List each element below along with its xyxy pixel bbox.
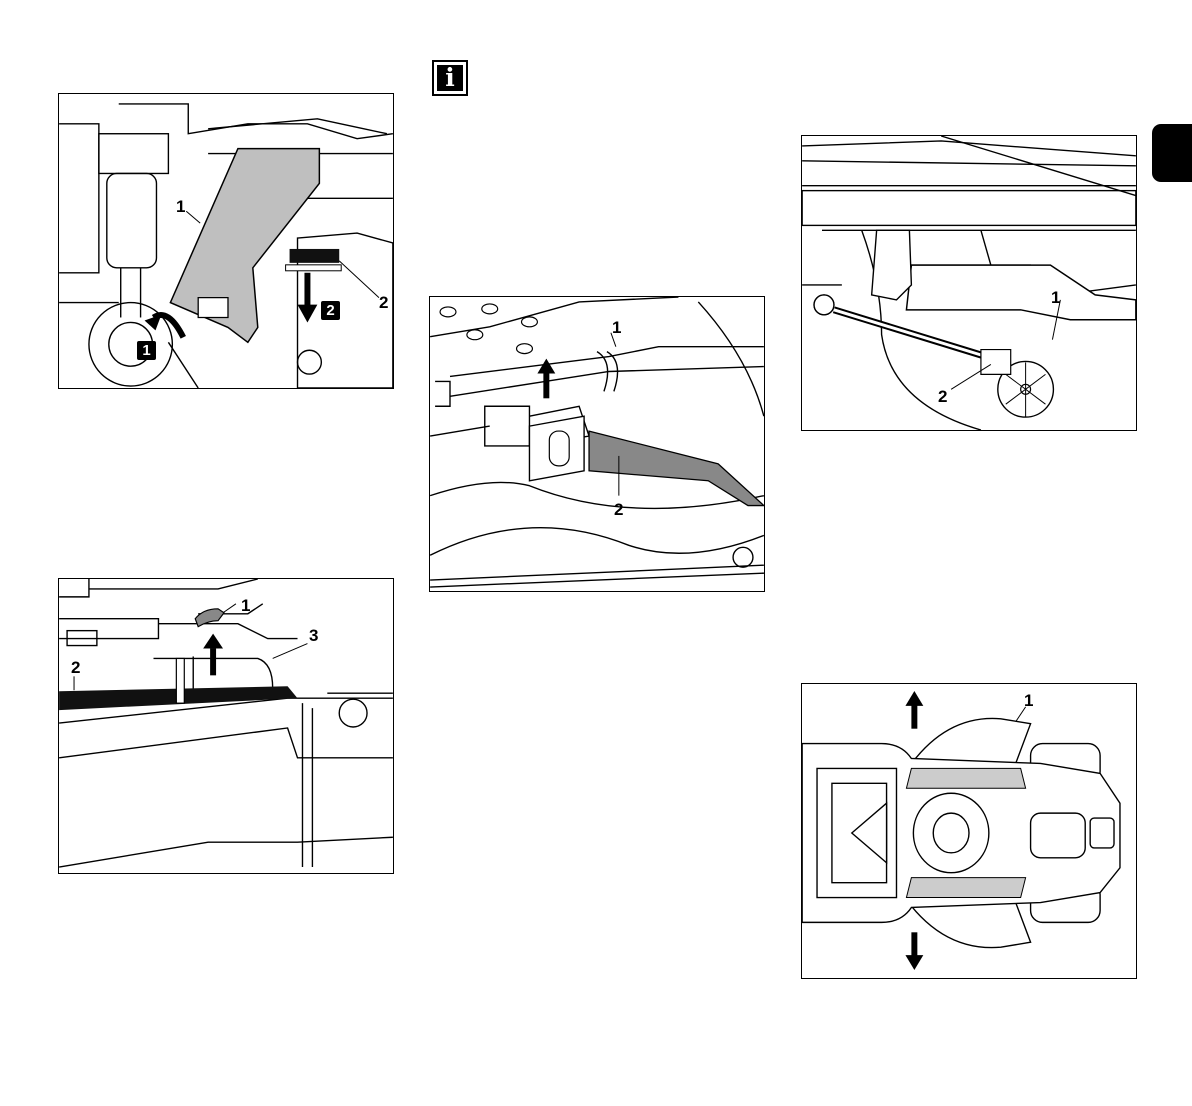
figure-2-callout-3: 3 [309, 627, 318, 644]
figure-1-illustration [59, 94, 393, 388]
figure-4-callout-1: 1 [1051, 289, 1060, 306]
figure-3: 1 2 [429, 296, 765, 592]
figure-1-callout-1: 1 [176, 198, 185, 215]
figure-5-illustration [802, 684, 1136, 978]
figure-4-callout-2: 2 [938, 388, 947, 405]
figure-2-callout-1: 1 [241, 597, 250, 614]
figure-3-callout-1: 1 [612, 319, 621, 336]
figure-1: 1 2 1 2 [58, 93, 394, 389]
figure-4-illustration [802, 136, 1136, 430]
figure-4: 1 2 [801, 135, 1137, 431]
figure-1-step-badge-2: 2 [321, 301, 340, 320]
figure-1-callout-2: 2 [379, 294, 388, 311]
figure-3-callout-2: 2 [614, 501, 623, 518]
figure-1-step-badge-1: 1 [137, 341, 156, 360]
figure-2-callout-2: 2 [71, 659, 80, 676]
figure-3-illustration [430, 297, 764, 591]
figure-5-callout-1: 1 [1024, 692, 1033, 709]
figure-2: 1 2 3 [58, 578, 394, 874]
info-icon: i [432, 60, 468, 96]
figure-5: 1 [801, 683, 1137, 979]
info-icon-glyph: i [437, 65, 463, 91]
section-tab [1152, 124, 1192, 182]
figure-2-illustration [59, 579, 393, 873]
